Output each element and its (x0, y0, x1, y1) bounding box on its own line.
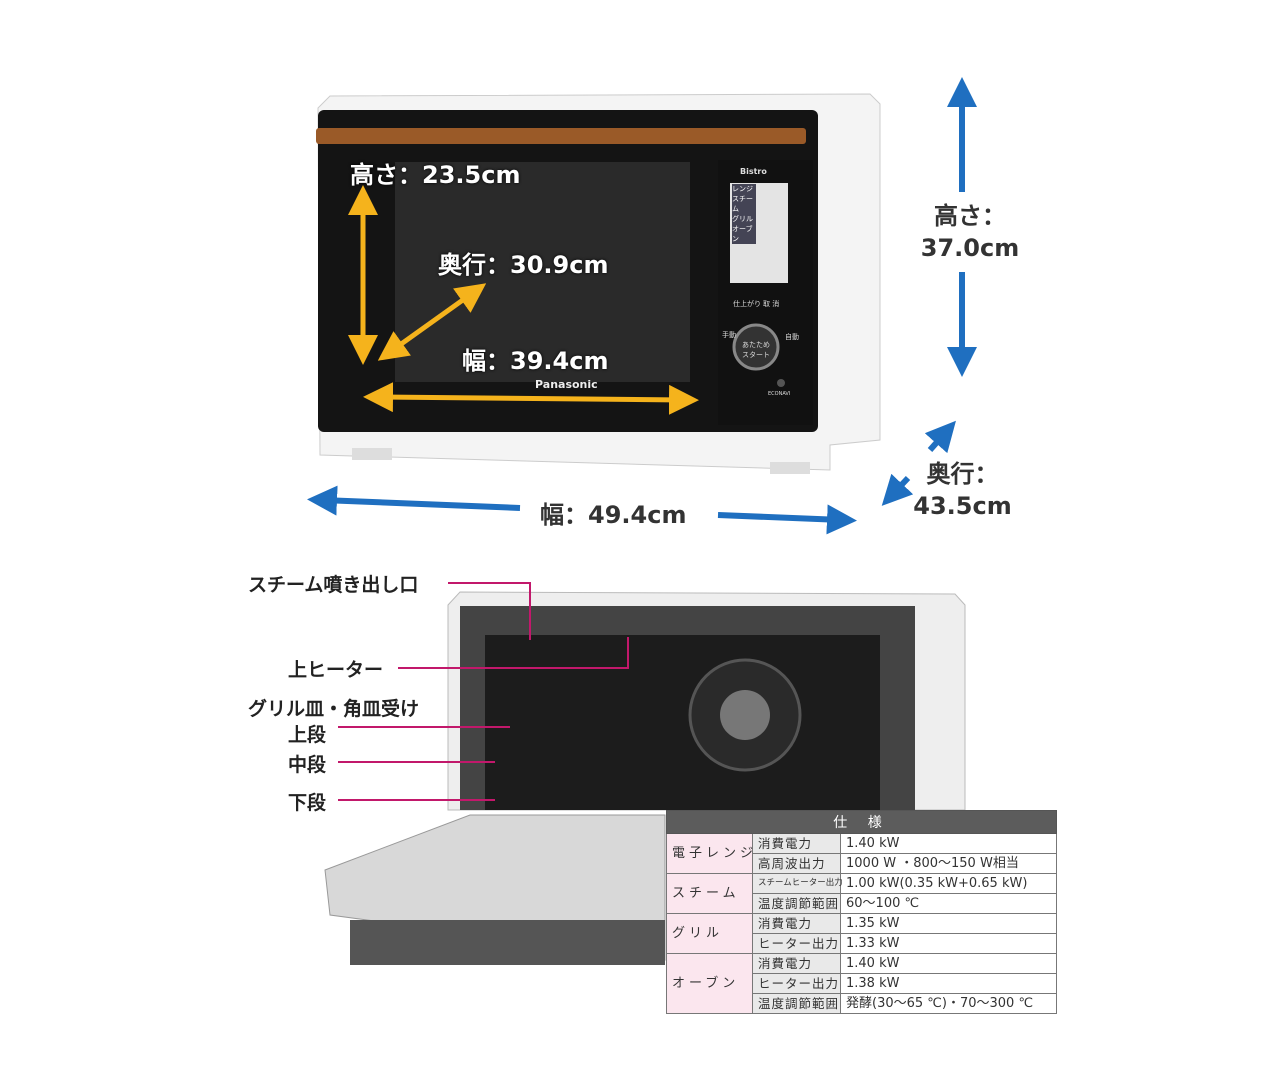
part-leader-lines (338, 582, 629, 801)
oven-temp-range-value: 発酵(30〜65 ℃)・70〜300 ℃ (839, 993, 1058, 1014)
interior-depth-label: 奥行：30.9cm (438, 251, 609, 279)
microwave-front (316, 93, 881, 474)
table-row: 温度調節範囲発酵(30〜65 ℃)・70〜300 ℃ (667, 993, 1058, 1014)
outer-depth-label: 奥行：43.5cm (913, 460, 1012, 520)
cancel-button[interactable]: 取 消 (763, 300, 780, 308)
dial-auto-label: 自動 (785, 333, 799, 341)
panel-brand: Bistro (740, 167, 767, 176)
label-upper-level: 上段 (288, 724, 327, 746)
panel-mode-list: レンジ スチーム グリル オーブン (732, 184, 756, 244)
interior-arrows (348, 185, 699, 415)
outer-width-label: 幅：49.4cm (540, 501, 687, 529)
label-steam-outlet: スチーム噴き出し口 (248, 574, 419, 596)
interior-height-label: 高さ：23.5cm (350, 161, 521, 189)
start-dial (732, 323, 780, 371)
brand-logo: Panasonic (535, 378, 598, 391)
mode-oven[interactable]: オーブン (732, 224, 756, 244)
depth-arrow (377, 283, 487, 361)
outer-arrows (307, 77, 977, 535)
open-oven (324, 591, 966, 965)
door-handle (316, 128, 806, 144)
finish-button[interactable]: 仕上がり (733, 300, 761, 308)
label-middle-level: 中段 (288, 754, 327, 776)
interior-width-label: 幅：39.4cm (462, 347, 609, 375)
mode-grill[interactable]: グリル (732, 214, 756, 224)
label-upper-heater: 上ヒーター (288, 659, 384, 681)
econavi-label: ECONAVI (768, 391, 791, 397)
start-button[interactable]: あたため スタート (742, 341, 770, 359)
spec-title: 仕 様 (665, 810, 1058, 834)
dial-manual-label: 手動 (722, 331, 736, 339)
mode-microwave[interactable]: レンジ (732, 184, 756, 194)
outer-height-label: 高さ：37.0cm (920, 202, 1020, 262)
label-lower-level: 下段 (288, 792, 327, 814)
mode-steam[interactable]: スチーム (732, 194, 756, 214)
label-tray-rails: グリル皿・角皿受け (248, 698, 420, 720)
width-arrow (363, 382, 699, 415)
